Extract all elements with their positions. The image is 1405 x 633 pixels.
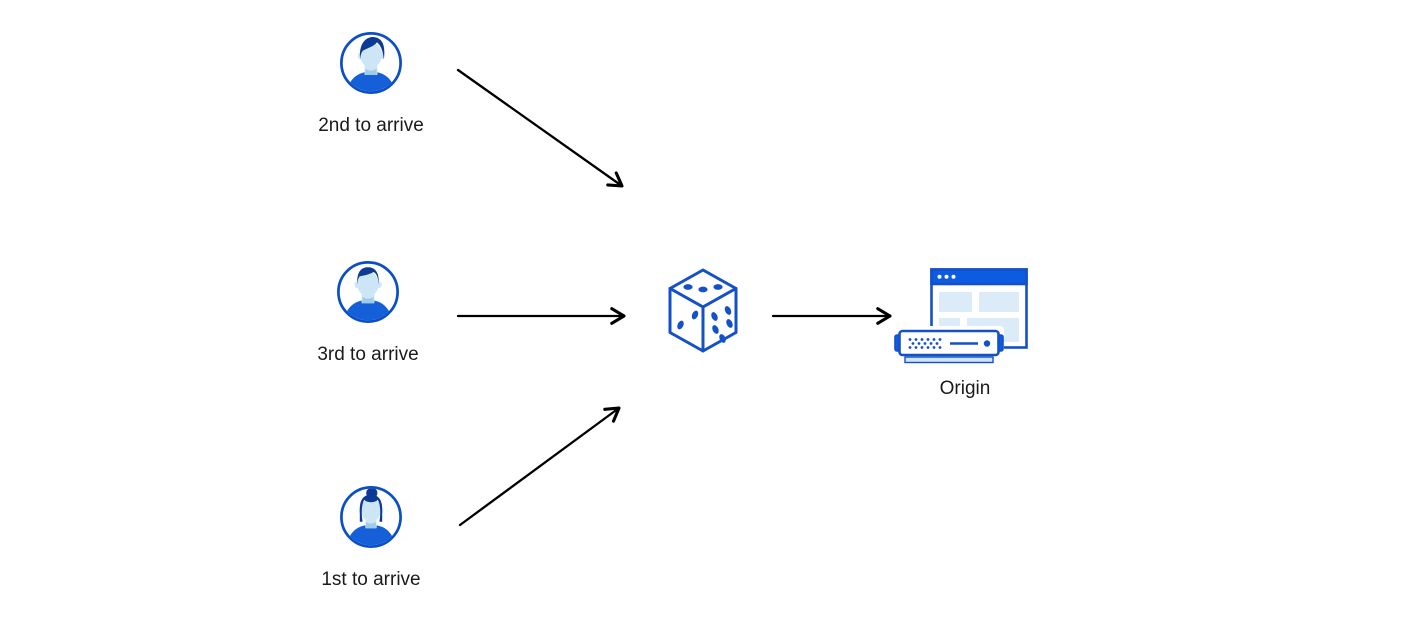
dice-node bbox=[667, 267, 739, 355]
man-short-hair-avatar-icon bbox=[337, 261, 399, 323]
origin-label: Origin bbox=[939, 378, 991, 399]
client-label-1st: 1st to arrive bbox=[321, 569, 421, 590]
arrow-client2nd-to-dice bbox=[456, 68, 624, 188]
client-node-3rd: 3rd to arrive bbox=[293, 260, 443, 366]
client-node-1st: 1st to arrive bbox=[296, 485, 446, 591]
man-side-part-avatar-icon bbox=[340, 32, 402, 94]
client-label-2nd: 2nd to arrive bbox=[318, 115, 424, 136]
woman-bun-avatar-icon bbox=[340, 486, 402, 548]
origin-node: Origin bbox=[893, 262, 1037, 400]
origin-server-browser-icon bbox=[894, 268, 1028, 364]
arrow-client1st-to-dice bbox=[458, 406, 621, 527]
client-label-3rd: 3rd to arrive bbox=[317, 344, 419, 365]
client-node-2nd: 2nd to arrive bbox=[296, 31, 446, 137]
dice-icon bbox=[668, 268, 738, 353]
